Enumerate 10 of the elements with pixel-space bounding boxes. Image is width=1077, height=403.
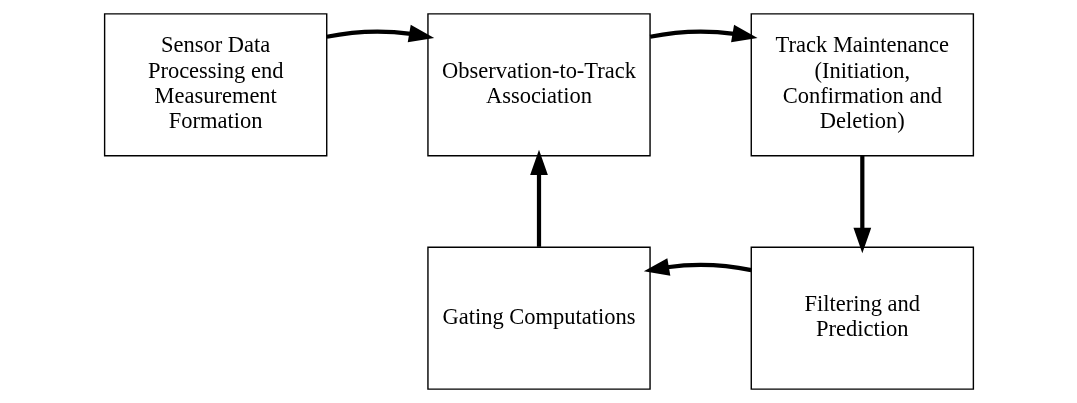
node-box: Track Maintenance (Initiation, Confirmation and Deletion) [750, 13, 974, 157]
node-box: Filtering and Prediction [750, 246, 974, 390]
node-box: Gating Computations [426, 246, 651, 390]
node-box: Sensor Data Processing end Measurement Formation [103, 13, 327, 157]
arrow [649, 24, 758, 43]
arrow [325, 24, 434, 43]
arrow [529, 149, 548, 247]
arrow [643, 258, 752, 276]
arrow [852, 156, 871, 254]
node-box: Observation-to-Track Association [426, 13, 651, 157]
